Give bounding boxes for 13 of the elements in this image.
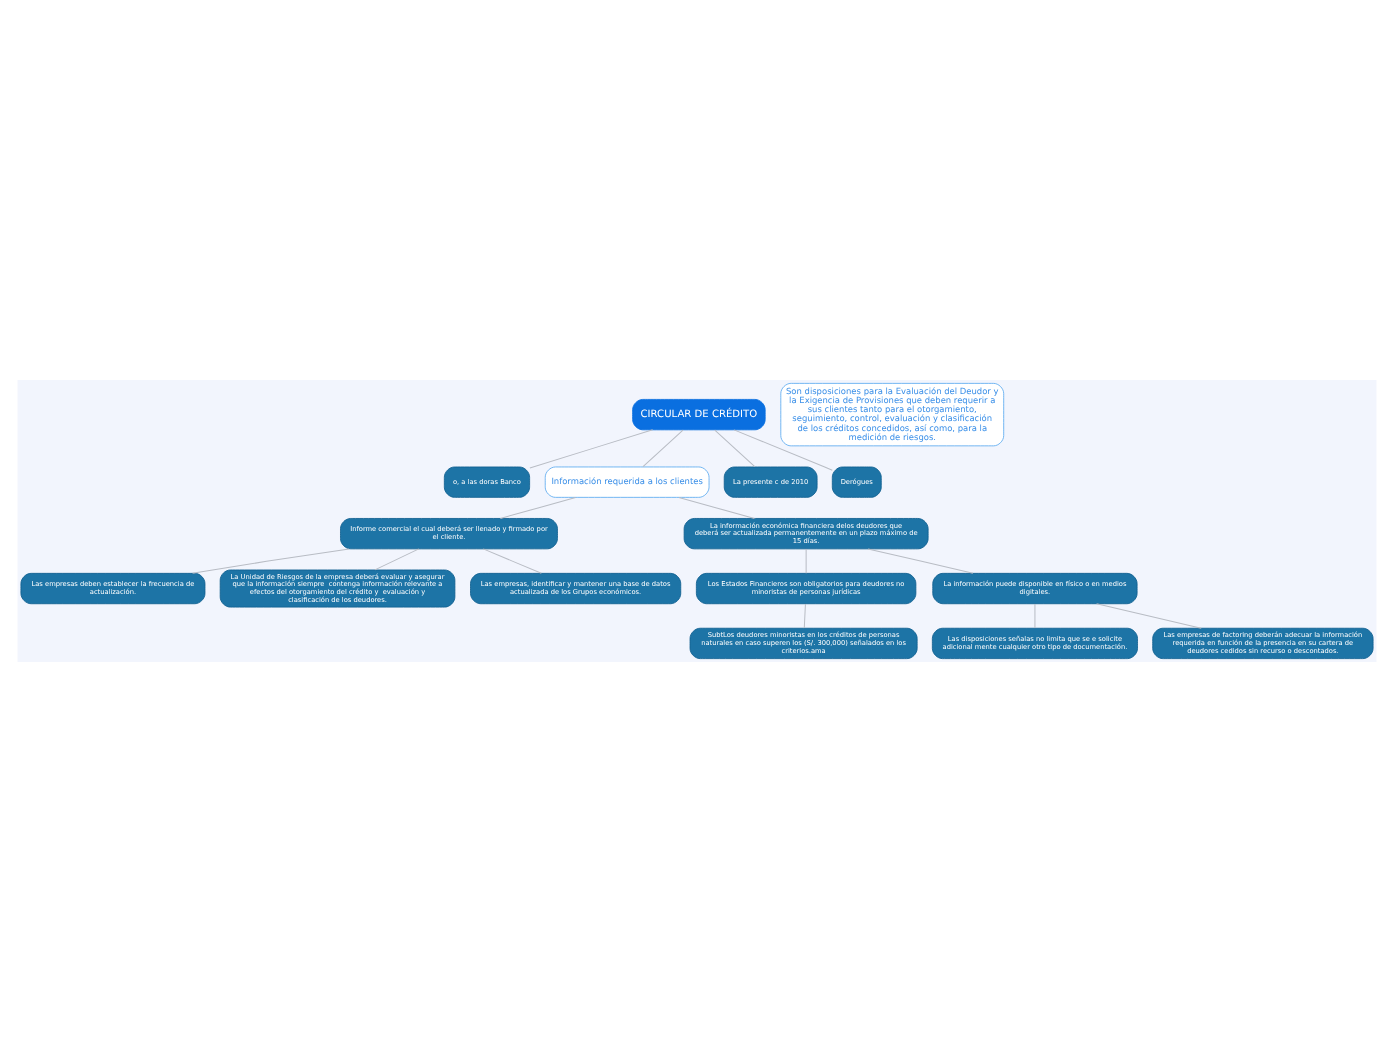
connector <box>642 428 684 467</box>
connector <box>733 428 833 470</box>
connector <box>805 547 807 573</box>
connector <box>482 547 542 573</box>
connector <box>1034 602 1036 628</box>
connector <box>1096 602 1202 628</box>
connector <box>867 547 974 573</box>
connector <box>803 602 806 628</box>
connector <box>499 495 577 518</box>
connector <box>192 547 350 573</box>
connector <box>714 428 756 467</box>
connector <box>374 547 420 570</box>
connector <box>529 428 654 468</box>
